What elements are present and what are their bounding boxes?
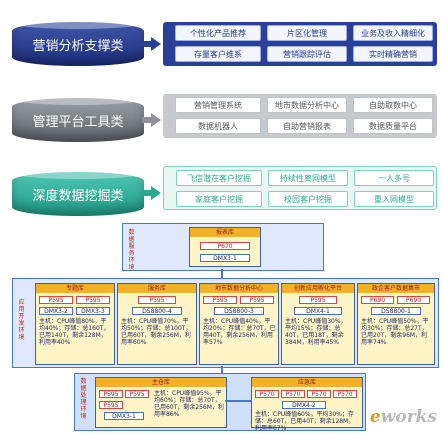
db-title: 主仓库 [96, 378, 226, 387]
db-stats: 主机：CPU峰值80%，平均40%；存储：总160T，已用140T，剩余128M… [39, 318, 110, 346]
item-city-analysis-center[interactable]: 地市数据分析中心 [267, 97, 347, 113]
server-chip: P595 [39, 296, 73, 304]
server-chip: P595 [299, 296, 337, 304]
item-marketing-tracking[interactable]: 营销跟踪评估 [267, 46, 347, 62]
db-title: 创新应用孵化平台 [282, 284, 354, 293]
storage-chip: DS8800-4 [132, 307, 182, 315]
db-stats: 主机：CPU峰值50%，平均30%；存储：总27T，已用20T，剩余96M，利用… [361, 318, 429, 346]
arrow-icon [142, 113, 162, 127]
emergency-db: 应急库 P570 P570 P570 P570 DMX4-2 主机：CPU峰值6… [251, 377, 363, 432]
tier-title: 深度数据挖掘类 [32, 188, 124, 204]
server-chip: P670 [200, 242, 250, 250]
tier-management-tools-cylinder: 管理平台工具类 [12, 93, 144, 142]
app-dev-frame: 应用开发环境 专题库 P595 P595 DMX3-2 DMX3-3 主机：CP… [12, 278, 439, 368]
tier-data-mining-cylinder: 深度数据挖掘类 [12, 167, 144, 216]
connector-line [225, 400, 251, 402]
item-reentry-model[interactable]: 重入网模型 [354, 191, 434, 207]
eworks-watermark-logo: eworks [369, 407, 437, 427]
server-chip: P595 [99, 401, 123, 409]
db-title: 地市数据分析中心 [200, 284, 278, 293]
storage-chip: DMX3-2 [39, 307, 73, 315]
db-stats: 主机：CPU峰值40%，平均20%；存储：总70T，已用40T，剩余256M，利… [203, 318, 276, 346]
db-title: 服务库 [118, 284, 196, 293]
arrow-icon [142, 186, 162, 200]
storage-chip: DMX3-3 [76, 307, 110, 315]
innovation-db: 创新应用孵化平台 P595 DMX4-1 主机：CPU峰值30%，平均15%；存… [281, 283, 355, 365]
storage-chip: DMX3-1 [104, 412, 144, 420]
tier-management-tools-panel: 营销管理系统 地市数据分析中心 自助取数中心 数据机器人 自助营销报表 数据质量… [163, 94, 437, 138]
item-churn-model[interactable]: 持续性离网模型 [268, 170, 348, 186]
tier-title: 管理平台工具类 [32, 114, 124, 130]
server-chip: P690 [397, 296, 430, 304]
db-title: 报表库 [190, 228, 260, 237]
server-chip: P595 [240, 296, 274, 304]
report-db: 报表库 P670 DMX3-1 [189, 227, 261, 267]
data-processing-frame: 数据处理环境 主仓库 P595 P595 P595 DMX3-1 主机：CPU峰… [74, 373, 366, 432]
item-marketing-system[interactable]: 营销管理系统 [175, 97, 261, 113]
city-analysis-db: 地市数据分析中心 P595 P595 DS8800-3 主机：CPU峰值40%，… [199, 283, 279, 365]
item-business-revenue[interactable]: 业务及收入精细化 [353, 25, 433, 41]
db-stats: 主机：CPU峰值70%，平均50%；存储：总100T，已用60T，剩余256M，… [121, 318, 192, 346]
server-chip: P595 [203, 296, 237, 304]
storage-chip: DS8800-1 [371, 307, 421, 315]
server-chip: P595 [99, 390, 123, 398]
enterprise-db: 政企客户数据集市 P690 P690 DS8800-1 主机：CPU峰值50%，… [357, 283, 435, 365]
arrow-icon [142, 37, 162, 51]
item-self-service-data[interactable]: 自助取数中心 [353, 97, 433, 113]
storage-chip: DS8800-3 [214, 307, 264, 315]
tier-data-mining-panel: 飞信潜在客户挖掘 持续性离网模型 一人多号 家庭客户挖掘 校园客户挖掘 重入网模… [163, 166, 437, 210]
item-data-robot[interactable]: 数据机器人 [175, 118, 261, 134]
item-family-mining[interactable]: 家庭客户挖掘 [176, 191, 262, 207]
db-stats: 主机：CPU峰值95%，平均60%；存储：总70T，已用60T，剩余256M，利… [154, 390, 224, 418]
item-realtime-marketing[interactable]: 实时精确营销 [353, 46, 433, 62]
server-chip: P595 [125, 390, 149, 398]
server-chip: P595 [138, 296, 176, 304]
db-title: 应急库 [252, 378, 362, 387]
main-warehouse-db: 主仓库 P595 P595 P595 DMX3-1 主机：CPU峰值95%，平均… [95, 377, 227, 428]
server-chip: P570 [307, 390, 331, 398]
tier-marketing-analysis-cylinder: 营销分析支撑类 [12, 17, 144, 66]
tier-marketing-analysis-panel: 个性化产品推荐 片区化管理 业务及收入精细化 存量客户维系 营销跟踪评估 实时精… [163, 22, 437, 66]
storage-chip: DMX4-1 [294, 307, 342, 315]
connector-line [221, 366, 223, 373]
data-service-frame: 数据服务环境 报表库 P670 DMX3-1 [122, 223, 324, 271]
topic-db: 专题库 P595 P595 DMX3-2 DMX3-3 主机：CPU峰值80%，… [35, 283, 115, 365]
item-fetion-mining[interactable]: 飞信潜在客户挖掘 [176, 170, 262, 186]
tier-title: 营销分析支撑类 [32, 38, 124, 54]
connector-line [221, 269, 223, 278]
item-area-management[interactable]: 片区化管理 [267, 25, 347, 41]
db-stats: 主机：CPU峰值60%，平均30%；存储：总60T，已用40T，剩余128M，利… [255, 411, 355, 432]
server-chip: P690 [361, 296, 394, 304]
section-label: 数据服务环境 [128, 229, 135, 271]
db-stats: 主机：CPU峰值30%，平均15%；存储：总40T，已用18T，剩余384M，利… [285, 318, 347, 346]
item-personalized-recommendation[interactable]: 个性化产品推荐 [175, 25, 261, 41]
server-chip: P570 [281, 390, 305, 398]
server-chip: P595 [76, 296, 110, 304]
service-db: 服务库 P595 DS8800-4 主机：CPU峰值70%，平均50%；存储：总… [117, 283, 197, 365]
server-chip: P570 [333, 390, 357, 398]
db-title: 专题库 [36, 284, 114, 293]
section-label: 数据处理环境 [80, 378, 87, 420]
server-chip: P570 [255, 390, 279, 398]
item-campus-mining[interactable]: 校园客户挖掘 [268, 191, 348, 207]
db-title: 政企客户数据集市 [358, 284, 434, 293]
item-self-service-report[interactable]: 自助营销报表 [267, 118, 347, 134]
item-multi-number[interactable]: 一人多号 [354, 170, 434, 186]
storage-chip: DMX3-1 [200, 254, 250, 262]
storage-chip: DMX4-2 [282, 401, 326, 409]
item-customer-retention[interactable]: 存量客户维系 [175, 46, 261, 62]
item-data-quality[interactable]: 数据质量平台 [353, 118, 433, 134]
section-label: 应用开发环境 [18, 299, 25, 341]
